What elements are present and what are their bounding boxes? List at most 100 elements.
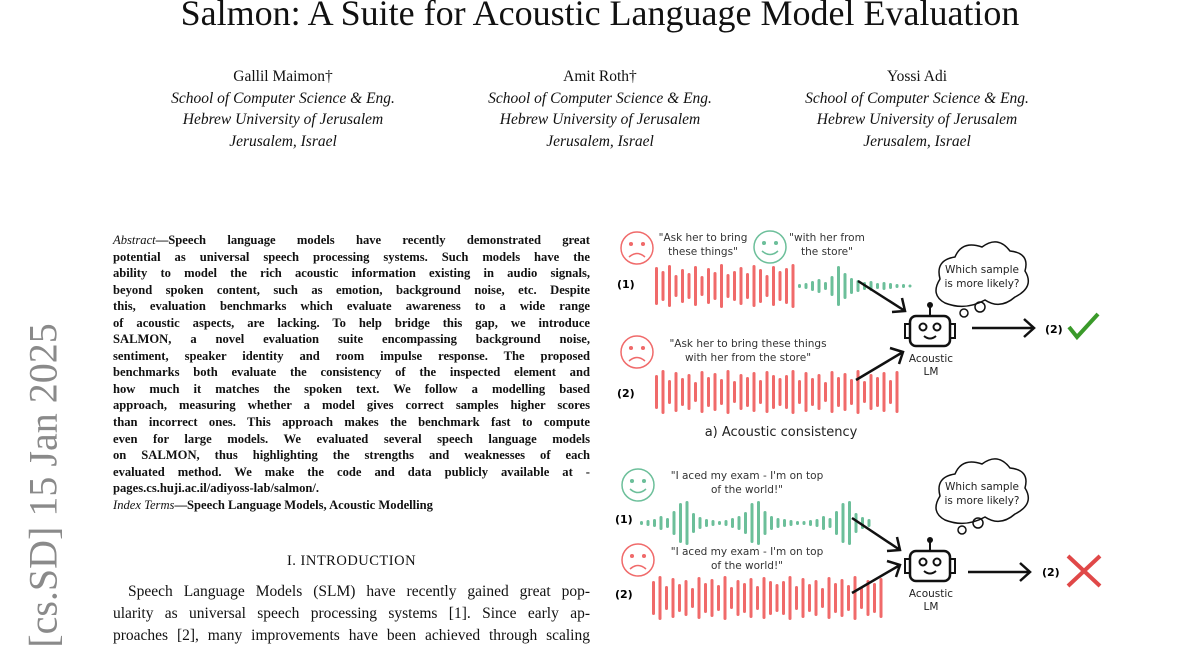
waveform-bar — [772, 266, 775, 306]
waveform-bar — [659, 516, 663, 530]
waveform-bar — [685, 501, 689, 545]
abstract-label: Abstract — [113, 233, 156, 247]
waveform-bar — [723, 576, 727, 620]
waveform-bar — [801, 578, 805, 618]
arrow-icon — [968, 562, 1032, 582]
waveform-bar — [811, 281, 814, 291]
waveform-bar — [785, 268, 788, 304]
waveform-bar — [720, 379, 723, 405]
arxiv-stamp: [cs.SD] 15 Jan 2025 — [20, 323, 66, 648]
waveform-bar — [672, 511, 676, 535]
waveform-bar — [749, 578, 753, 618]
waveform-bar — [895, 371, 899, 413]
waveform-bar — [705, 519, 708, 527]
abstract-line: ability to model the rich acoustic infor… — [113, 266, 590, 281]
waveform-bar — [830, 276, 834, 296]
abstract-line: than incorrect ones. This approach makes… — [113, 415, 590, 430]
abstract-line: this, evaluation benchmarks which evalua… — [113, 299, 590, 314]
waveform-bar — [744, 512, 747, 534]
abstract-line: how much it matches the spoken text. We … — [113, 381, 590, 396]
author-2: Amit Roth† School of Computer Science & … — [440, 66, 760, 152]
waveform-bar — [718, 521, 721, 525]
author-1: Gallil Maimon† School of Computer Scienc… — [123, 66, 443, 152]
waveform-bar — [710, 579, 714, 617]
waveform-bar — [854, 513, 858, 533]
waveform-bar — [778, 271, 782, 301]
waveform-bar — [817, 279, 821, 293]
intro-line: proaches [2], many improvements have bee… — [113, 627, 590, 644]
abstract-line: beyond spoken content, such as emotion, … — [113, 282, 590, 297]
waveform-bar — [782, 581, 785, 615]
waveform-bar — [746, 377, 749, 407]
waveform-bar — [815, 519, 819, 527]
waveform-green — [640, 501, 871, 545]
waveform-bar — [835, 511, 838, 535]
waveform-bar — [783, 519, 786, 527]
waveform-bar — [882, 282, 886, 290]
waveform-bar — [804, 283, 808, 289]
answer-label: (2) — [1045, 323, 1063, 336]
intro-line: Speech Language Models (SLM) have recent… — [128, 583, 590, 600]
waveform-bar — [674, 275, 678, 297]
waveform-bar — [798, 380, 801, 404]
waveform-bar — [730, 587, 733, 609]
waveform-bar — [791, 370, 795, 414]
waveform-bar — [841, 503, 845, 543]
waveform-bar — [752, 372, 756, 412]
waveform-bar — [856, 280, 860, 292]
waveform-bar — [817, 374, 821, 410]
waveform-bar — [736, 580, 740, 616]
waveform-bar — [681, 269, 684, 303]
waveform-bar — [640, 521, 643, 525]
waveform-bar — [867, 519, 871, 527]
waveform-bar — [814, 580, 818, 616]
waveform-bar — [707, 268, 710, 304]
waveform-bar — [713, 373, 717, 411]
waveform-bar — [655, 267, 658, 305]
intro-line: ularity as universal speech processing s… — [113, 605, 590, 622]
waveform-bar — [866, 580, 870, 616]
waveform-bar — [856, 370, 860, 414]
waveform-bar — [704, 583, 707, 613]
waveform-bar — [733, 271, 736, 301]
author-affiliation: School of Computer Science & Eng. — [488, 89, 712, 107]
author-affiliation: School of Computer Science & Eng. — [805, 89, 1029, 107]
author-name: Yossi Adi — [886, 68, 948, 85]
figure-caption: a) Acoustic consistency — [705, 425, 858, 440]
waveform-bar — [646, 520, 650, 526]
waveform-bar — [692, 513, 695, 533]
waveform-bar — [765, 371, 769, 413]
waveform-bar — [788, 576, 792, 620]
sample-label: (2) — [617, 387, 635, 400]
paper-title: Salmon: A Suite for Acoustic Language Mo… — [180, 0, 1020, 33]
waveform-bar — [889, 283, 892, 289]
waveform-bar — [653, 519, 656, 527]
waveform-bar — [809, 520, 812, 526]
waveform-bar — [726, 274, 730, 298]
waveform-bar — [908, 284, 912, 288]
waveform-bar — [843, 273, 847, 299]
sample-label: (1) — [617, 278, 635, 291]
waveform-bar — [869, 374, 873, 410]
waveform-bar — [863, 381, 866, 403]
abstract-line: of acoustic aspects, are lacking. To hel… — [113, 315, 590, 330]
waveform-bar — [655, 375, 658, 409]
waveform-bar — [776, 518, 780, 528]
waveform-bar — [658, 576, 662, 620]
waveform-bar — [830, 371, 834, 413]
waveform-bar — [739, 267, 743, 305]
waveform-bar — [848, 501, 851, 545]
abstract-line: benchmarks both evaluate the consistency… — [113, 365, 590, 380]
sample-label: (2) — [615, 588, 633, 601]
cross-icon — [1066, 554, 1102, 588]
waveform-bar — [811, 378, 814, 406]
happy-face-icon — [753, 230, 787, 264]
